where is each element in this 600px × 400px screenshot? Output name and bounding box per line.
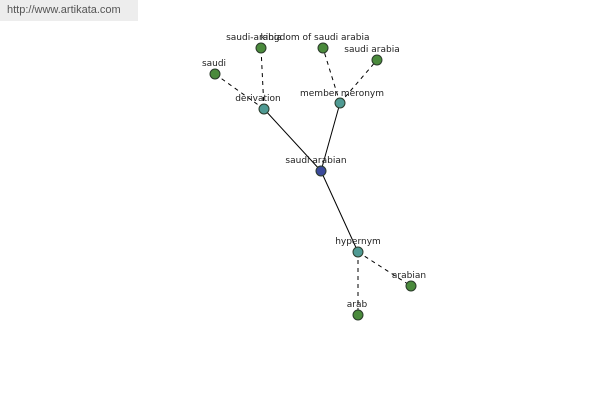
edge-saudi-arabian-member-meronym	[320, 102, 341, 172]
label-saudi-arabian: saudi arabian	[285, 156, 346, 166]
node-saudi-arabian[interactable]	[315, 165, 327, 177]
node-derivation[interactable]	[258, 103, 270, 115]
label-arabian: arabian	[392, 271, 426, 281]
edge-member-meronym-kingdom-of-saudi-arabia	[322, 47, 341, 104]
node-saudi[interactable]	[209, 68, 221, 80]
label-derivation: derivation	[235, 94, 281, 104]
edge-member-meronym-saudi-arabia	[339, 59, 378, 104]
edge-derivation-saudi	[214, 73, 265, 110]
edges-layer	[214, 47, 412, 315]
edge-saudi-arabian-hypernym	[320, 170, 359, 253]
watermark-url: http://www.artikata.com	[0, 0, 138, 21]
node-arab[interactable]	[352, 309, 364, 321]
node-saudi-arabia[interactable]	[371, 54, 383, 66]
node-saudi-arabia-dash[interactable]	[255, 42, 267, 54]
edge-derivation-saudi-arabia-dash	[260, 47, 265, 110]
node-member-meronym[interactable]	[334, 97, 346, 109]
label-saudi: saudi	[202, 59, 226, 69]
node-hypernym[interactable]	[352, 246, 364, 258]
nodes-layer	[209, 42, 417, 321]
label-arab: arab	[347, 300, 368, 310]
edge-hypernym-arabian	[357, 251, 412, 287]
label-kingdom-of-saudi-arabia: kingdom of saudi arabia	[261, 33, 370, 43]
labels-layer: saudi arabian derivation member meronym hyp…	[202, 33, 426, 310]
edge-saudi-arabian-derivation	[263, 108, 322, 172]
label-hypernym: hypernym	[335, 237, 381, 247]
label-member-meronym: member meronym	[300, 89, 384, 99]
label-saudi-arabia: saudi arabia	[344, 45, 399, 55]
label-saudi-arabia-dash: saudi-arabia	[226, 33, 282, 43]
node-arabian[interactable]	[405, 280, 417, 292]
node-kingdom-of-saudi-arabia[interactable]	[317, 42, 329, 54]
